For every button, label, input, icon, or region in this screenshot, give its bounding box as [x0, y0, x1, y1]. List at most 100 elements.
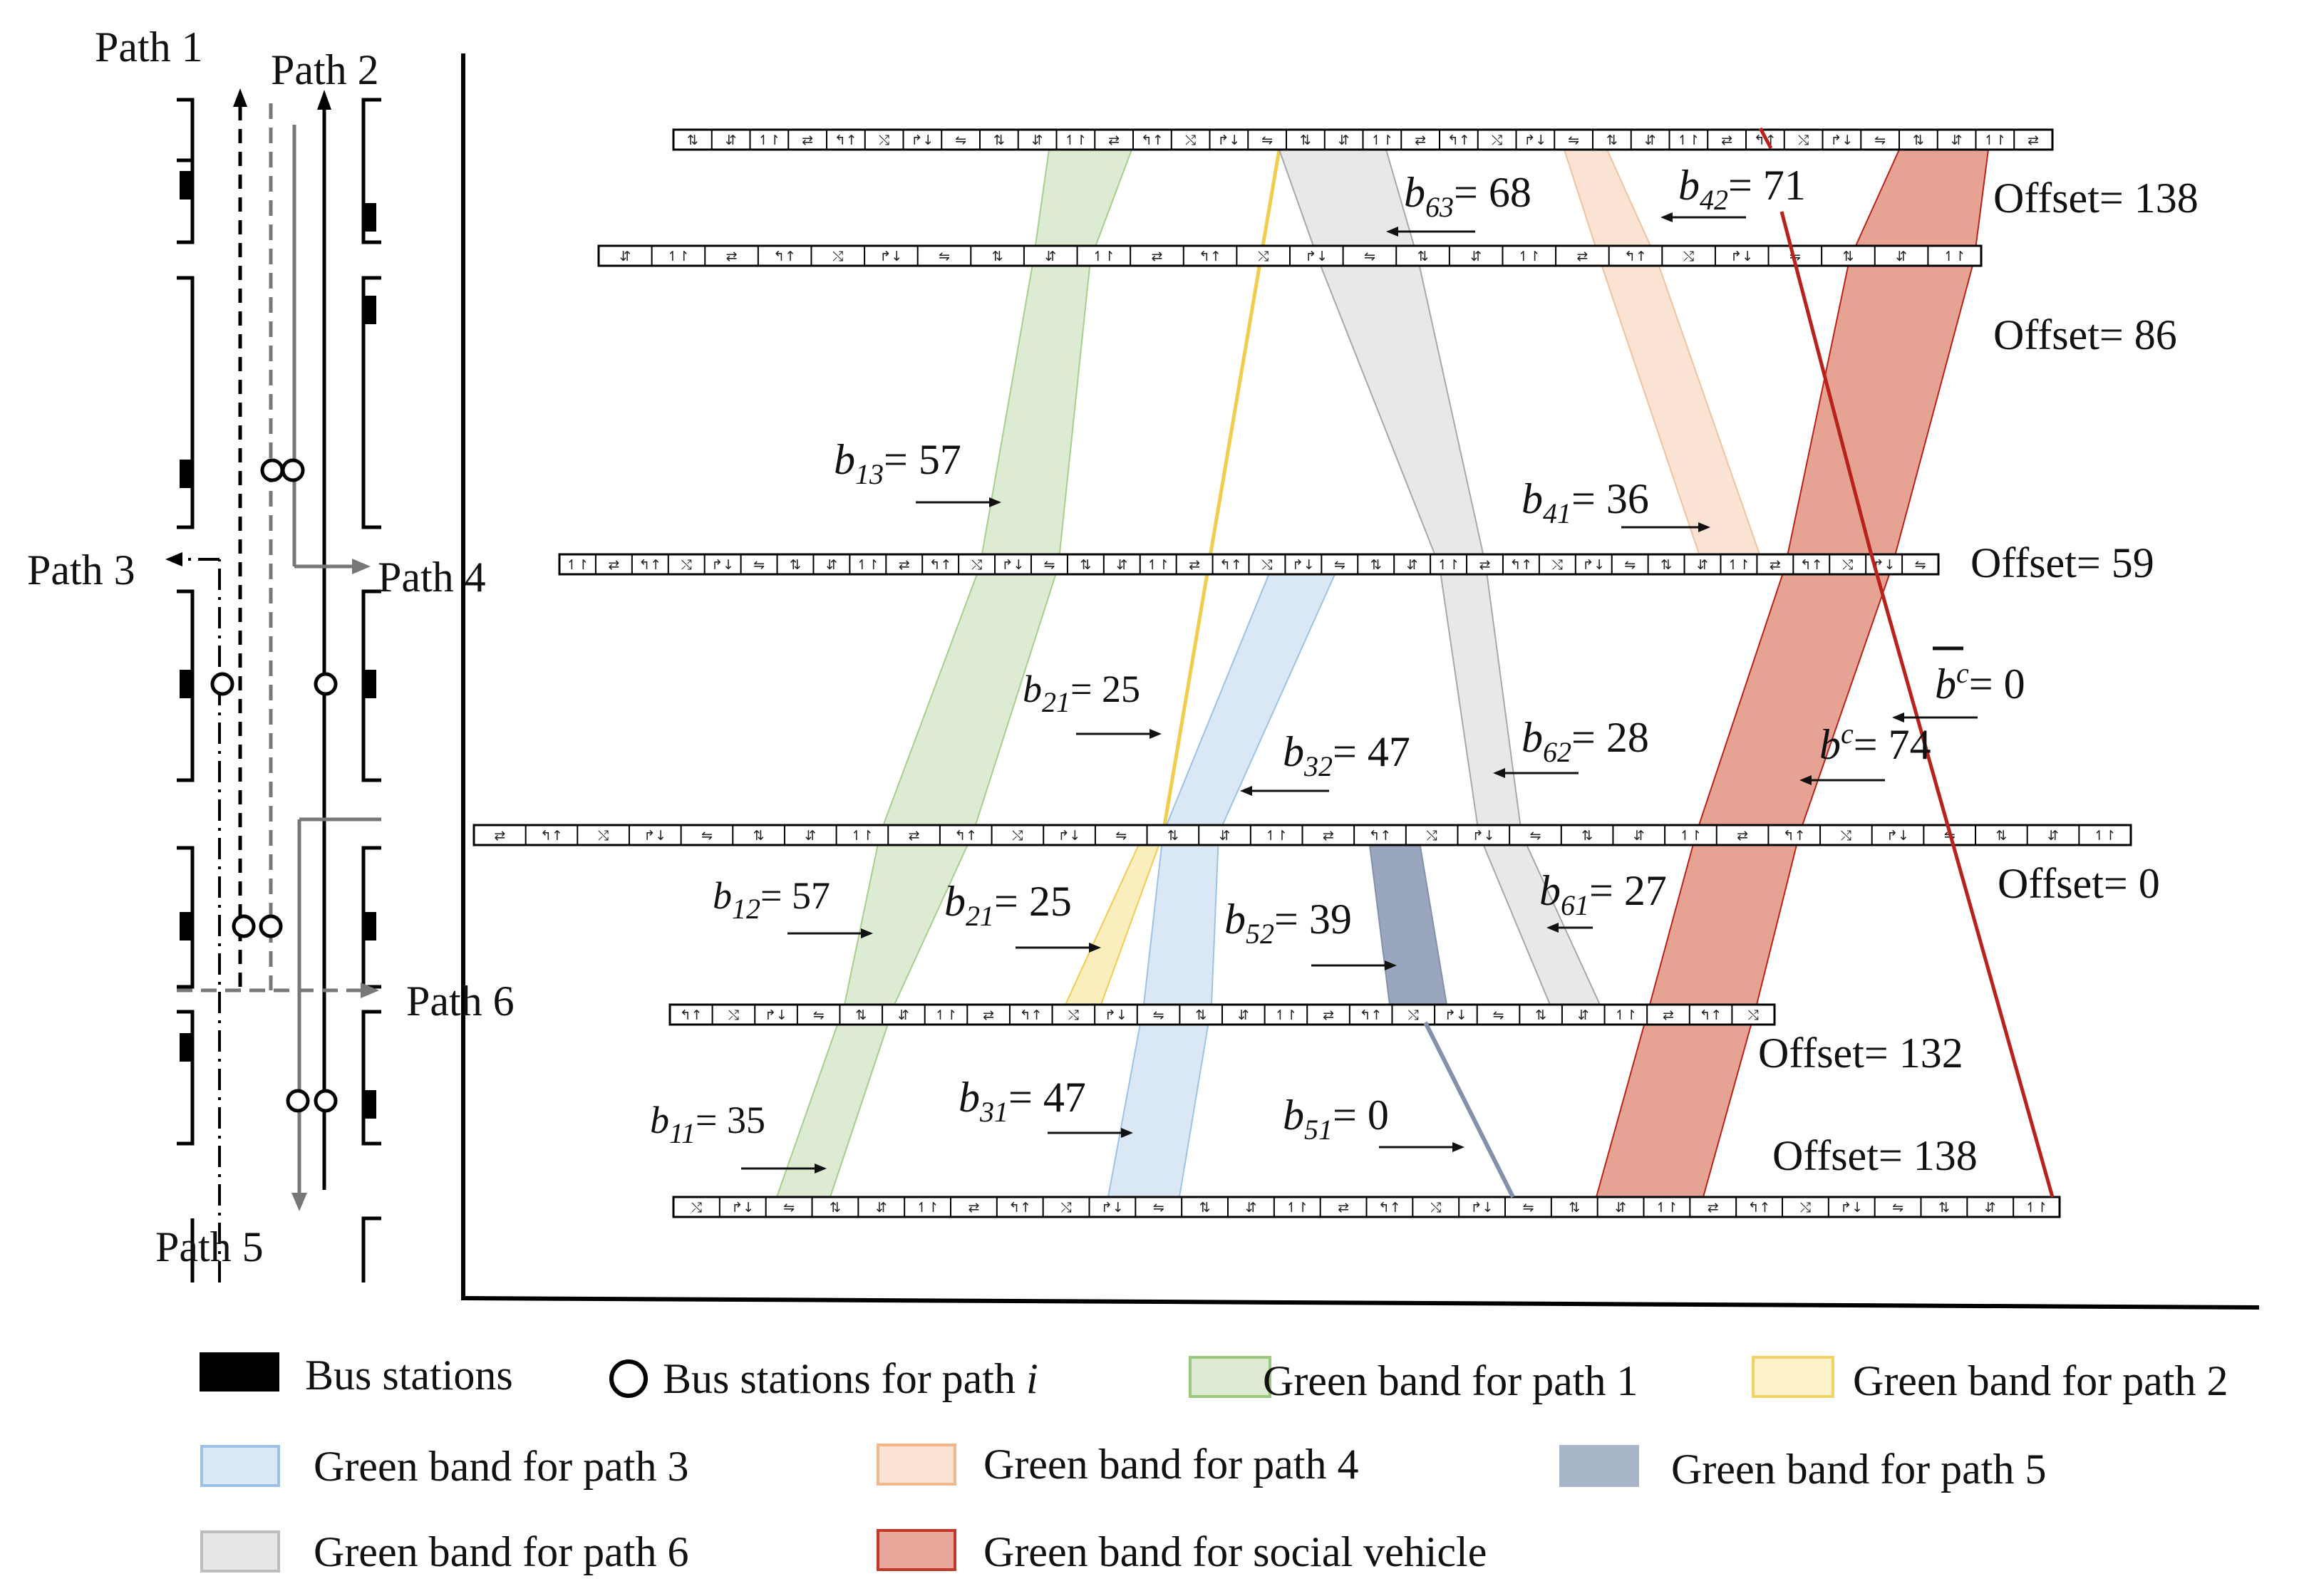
legend-item-path5: Green band for path 5: [1559, 1445, 2046, 1493]
svg-text:⇄: ⇄: [1323, 1007, 1334, 1023]
phase-bar-intersection-4: ↿↾⇄↰↑⤭↱↓⇋⇅⇵↿↾⇄↰↑⤭↱↓⇋⇅⇵↿↾⇄↰↑⤭↱↓⇋⇅⇵↿↾⇄↰↑⤭↱…: [558, 553, 1940, 576]
offset-intersection-2: Offset= 132: [1758, 1030, 1963, 1077]
svg-text:↱↓: ↱↓: [1101, 1200, 1124, 1216]
svg-text:↱↓: ↱↓: [644, 828, 666, 844]
offset-intersection-5: Offset= 86: [1993, 311, 2177, 358]
phase-bar-intersection-1: ⤭↱↓⇋⇅⇵↿↾⇄↰↑⤭↱↓⇋⇅⇵↿↾⇄↰↑⤭↱↓⇋⇅⇵↿↾⇄↰↑⤭↱↓⇋⇅⇵↿…: [672, 1196, 2061, 1218]
svg-text:⇅: ⇅: [1938, 1200, 1950, 1216]
svg-text:⇵: ⇵: [898, 1007, 909, 1023]
svg-text:bc= 0: bc= 0: [1935, 657, 2025, 708]
svg-text:⇵: ⇵: [1470, 249, 1482, 264]
svg-text:b52= 39: b52= 39: [1224, 896, 1352, 950]
svg-text:↿↾: ↿↾: [1370, 133, 1393, 148]
svg-text:↰↑: ↰↑: [1509, 557, 1532, 573]
svg-text:⇅: ⇅: [1167, 828, 1179, 844]
label-b13: b13= 57: [834, 436, 1001, 507]
svg-text:↰↑: ↰↑: [1700, 1007, 1722, 1023]
svg-text:⇅: ⇅: [1569, 1200, 1580, 1216]
svg-text:Bus stations for path i: Bus stations for path i: [663, 1355, 1038, 1402]
svg-text:⤭: ⤭: [1258, 249, 1269, 264]
svg-text:⇅: ⇅: [1660, 557, 1672, 573]
svg-text:↿↾: ↿↾: [1286, 1200, 1308, 1216]
svg-text:⤭: ⤭: [1552, 557, 1563, 573]
band-path4-segment-2: [1563, 149, 1658, 261]
svg-text:↿↾: ↿↾: [1677, 133, 1700, 148]
svg-text:⇵: ⇵: [1407, 557, 1418, 573]
svg-text:⇋: ⇋: [753, 557, 765, 573]
svg-text:⇄: ⇄: [1770, 557, 1781, 573]
label-b12: b12= 57: [713, 874, 873, 938]
band-path6-segment-1: [1278, 149, 1420, 261]
social-vehicle-trajectory-1: [1779, 211, 1873, 553]
legend-item-path3: Green band for path 3: [200, 1443, 688, 1490]
svg-text:⤭: ⤭: [1492, 133, 1502, 148]
svg-text:⤭: ⤭: [598, 828, 609, 844]
svg-text:↿↾: ↿↾: [1614, 1007, 1637, 1023]
svg-text:⤭: ⤭: [691, 1200, 702, 1216]
svg-text:b63= 68: b63= 68: [1404, 169, 1531, 223]
svg-text:↱↓: ↱↓: [1524, 133, 1546, 148]
label-b51: b51= 0: [1283, 1092, 1464, 1152]
svg-text:↿↾: ↿↾: [2025, 1200, 2048, 1216]
svg-text:↿↾: ↿↾: [1983, 133, 2006, 148]
svg-text:↰↑: ↰↑: [1447, 133, 1470, 148]
svg-text:⇵: ⇵: [1245, 1200, 1256, 1216]
offset-intersection-3: Offset= 0: [1998, 860, 2160, 907]
svg-text:⇵: ⇵: [1645, 133, 1656, 148]
svg-text:⇅: ⇅: [1370, 557, 1382, 573]
svg-text:⇋: ⇋: [1892, 1200, 1903, 1216]
svg-text:⇵: ⇵: [725, 133, 737, 148]
legend-item-bus-stations: Bus stations: [200, 1352, 513, 1399]
path3-line: [175, 558, 221, 1282]
svg-text:↿↾: ↿↾: [758, 133, 780, 148]
svg-text:⇄: ⇄: [1323, 828, 1334, 844]
svg-text:⤭: ⤭: [1800, 1200, 1811, 1216]
svg-text:b41= 36: b41= 36: [1522, 475, 1649, 529]
svg-text:⇅: ⇅: [1913, 133, 1924, 148]
band-path6-segment-2: [1317, 259, 1487, 567]
svg-text:⇄: ⇄: [1479, 557, 1491, 573]
svg-text:Green band for path 6: Green band for path 6: [314, 1528, 688, 1575]
svg-text:↿↾: ↿↾: [857, 557, 879, 573]
label-bc-bar: bc= 0: [1892, 646, 2025, 722]
svg-text:Green band for path 1: Green band for path 1: [1263, 1357, 1638, 1404]
svg-text:b21= 25: b21= 25: [944, 878, 1072, 932]
svg-text:⇄: ⇄: [909, 828, 920, 844]
svg-text:⇋: ⇋: [1153, 1200, 1164, 1216]
svg-text:↿↾: ↿↾: [1092, 249, 1115, 264]
legend-item-path6: Green band for path 6: [200, 1528, 688, 1575]
svg-text:⇵: ⇵: [826, 557, 837, 573]
svg-text:⇋: ⇋: [1364, 249, 1375, 264]
svg-text:⇵: ⇵: [619, 249, 631, 264]
path6-line: [177, 103, 363, 993]
svg-text:bc= 74: bc= 74: [1819, 717, 1931, 768]
svg-text:Green band for path 4: Green band for path 4: [983, 1441, 1358, 1488]
path2-label: Path 2: [271, 46, 379, 93]
band-path3-segment-2: [1142, 833, 1220, 1005]
social-vehicle-trajectory-1-top: [1758, 127, 1773, 150]
svg-text:⇅: ⇅: [993, 133, 1005, 148]
svg-text:⇵: ⇵: [2047, 828, 2059, 844]
label-b52: b52= 39: [1224, 896, 1397, 970]
svg-text:Green band for path 3: Green band for path 3: [314, 1443, 688, 1490]
phase-bar-intersection-6: ⇅⇵↿↾⇄↰↑⤭↱↓⇋⇅⇵↿↾⇄↰↑⤭↱↓⇋⇅⇵↿↾⇄↰↑⤭↱↓⇋⇅⇵↿↾⇄↰↑…: [672, 128, 2054, 151]
svg-text:↿↾: ↿↾: [1437, 557, 1460, 573]
svg-text:⤭: ⤭: [1430, 1200, 1441, 1216]
svg-text:⇅: ⇅: [855, 1007, 867, 1023]
legend-item-path4: Green band for path 4: [877, 1441, 1358, 1488]
svg-text:↿↾: ↿↾: [1518, 249, 1541, 264]
svg-text:⇋: ⇋: [1261, 133, 1273, 148]
band-path1-segment-5: [1032, 149, 1133, 261]
svg-text:↰↑: ↰↑: [639, 557, 661, 573]
svg-text:↱↓: ↱↓: [911, 133, 934, 148]
svg-text:⇄: ⇄: [1663, 1007, 1674, 1023]
svg-text:↱↓: ↱↓: [1058, 828, 1081, 844]
svg-text:↿↾: ↿↾: [1727, 557, 1750, 573]
label-b41: b41= 36: [1522, 475, 1710, 532]
svg-text:↱↓: ↱↓: [731, 1200, 754, 1216]
svg-text:⇋: ⇋: [1153, 1007, 1164, 1023]
svg-text:↰↑: ↰↑: [1199, 249, 1221, 264]
svg-text:↿↾: ↿↾: [2094, 828, 2117, 844]
svg-text:⇵: ⇵: [1633, 828, 1645, 844]
svg-text:Green band for path 5: Green band for path 5: [1671, 1446, 2046, 1493]
